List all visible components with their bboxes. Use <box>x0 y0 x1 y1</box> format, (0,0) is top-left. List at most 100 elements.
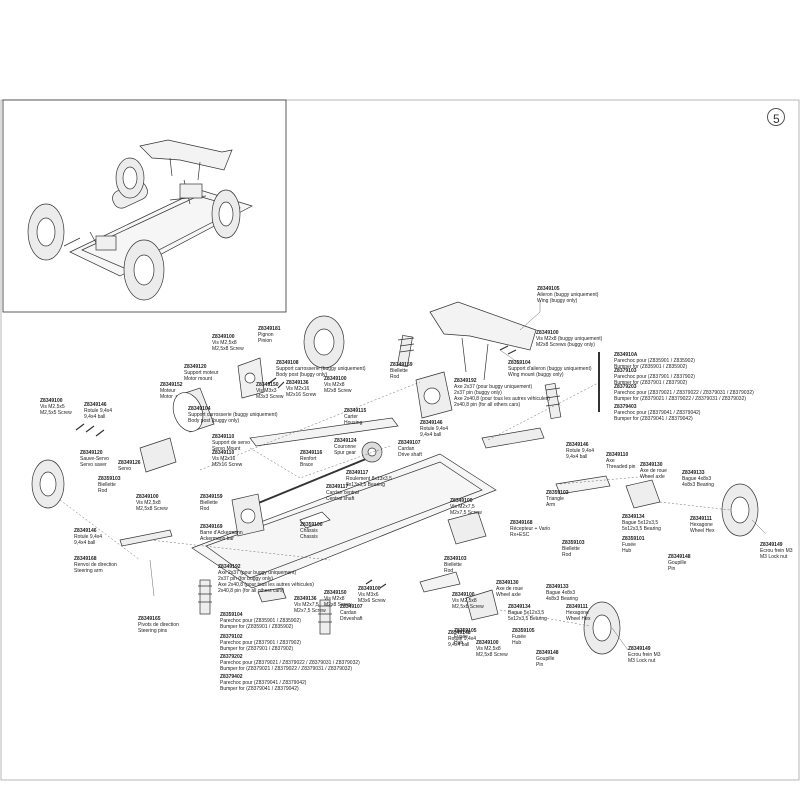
part-description: Goupille <box>536 656 555 662</box>
shock-front-left <box>198 579 212 615</box>
part-description: Biellette <box>562 546 580 552</box>
hub-right <box>625 479 661 509</box>
part-description: Vis M2,5x8 <box>476 646 501 652</box>
part-description: Ecrou frein M3 <box>628 652 661 658</box>
part-description: Bumper for (Z837901 / Z837902) <box>220 646 294 652</box>
part-description: 5x12x3,5 Bearing <box>508 616 547 622</box>
part-description: Sauve-Servo <box>80 456 109 462</box>
part-description: Biellette <box>98 482 116 488</box>
part-number: Z8379103 <box>614 368 637 374</box>
part-description: Renvoi de direction <box>74 562 117 568</box>
part-description: Pinion <box>258 338 272 344</box>
part-number: Z8349165 <box>138 616 161 622</box>
part-description: M2x16 Screw <box>212 462 243 468</box>
steering-arm <box>119 529 173 547</box>
central-shaft <box>255 453 379 505</box>
part-number: Z8359101 <box>622 536 645 542</box>
part-description: Axe 2x37 (pour buggy uniquement) <box>454 384 533 390</box>
part-description: Vis M2x8 <box>324 596 345 602</box>
part-description: Rotule 9,4x4 <box>448 636 477 642</box>
part-description: Pignon <box>258 332 274 338</box>
part-description: Central shaft <box>326 496 355 502</box>
part-description: Wheel axle <box>496 592 521 598</box>
part-description: Hexagone <box>566 610 589 616</box>
brace <box>249 417 399 447</box>
part-description: Bumper for (Z8379021 / Z8379022 / Z83790… <box>220 666 353 672</box>
part-description: Support carrosserie (buggy uniquement) <box>188 412 278 418</box>
bumper-rear <box>481 427 545 449</box>
part-description: Ackermann bar <box>200 536 234 542</box>
part-description: Hub <box>454 640 464 646</box>
part-description: 2x40,8 pin (for all others cars) <box>218 588 285 594</box>
part-description: Axe 2x37 (pour buggy uniquement) <box>218 570 297 576</box>
part-description: 9,4x4 ball <box>420 432 442 438</box>
part-description: Vis M2,5x8 <box>452 598 477 604</box>
part-description: Wheel Hex <box>566 616 591 622</box>
page-border <box>0 99 800 781</box>
part-number: Z8349159 <box>390 362 413 368</box>
part-number: Z8349100 <box>212 334 235 340</box>
part-description: Vis M2x16 <box>286 386 310 392</box>
front-arm-bottom <box>419 571 461 593</box>
part-description: Axe 2x40,8 (pour tous les autres véhicul… <box>454 396 550 402</box>
part-description: Bumper for (Z8379041 / Z8379042) <box>614 416 693 422</box>
part-description: Bumper for (Z8379041 / Z8379042) <box>220 686 299 692</box>
part-number: Z8349116 <box>300 450 323 456</box>
part-description: Pin <box>668 566 676 572</box>
part-number: Z8349104 <box>188 406 211 412</box>
part-description: Roulement 8x13x3,5 <box>346 476 392 482</box>
part-description: M3x3 Screw <box>256 394 284 400</box>
part-number: Z8359100 <box>300 522 323 528</box>
part-description: Rod <box>562 552 572 558</box>
part-description: Wheel axle <box>640 474 665 480</box>
part-number: Z8359104 <box>220 612 243 618</box>
part-number: Z8349117 <box>326 484 349 490</box>
part-description: Steering pins <box>138 628 168 634</box>
part-number: Z8349107 <box>340 604 363 610</box>
part-description: M2,5x8 Screw <box>476 652 508 658</box>
part-description: M2x16 Screw <box>286 392 317 398</box>
bumper-callout-box <box>598 352 600 412</box>
part-number: Z8349146 <box>74 528 97 534</box>
part-description: 5x12x3,5 Bearing <box>622 526 661 532</box>
part-description: Threaded pin <box>606 464 636 470</box>
part-number: Z8359103 <box>98 476 121 482</box>
part-description: Vis M2x7,5 <box>294 602 319 608</box>
part-number: Z8349181 <box>258 326 281 332</box>
part-number: Z8349136 <box>294 596 317 602</box>
part-number: Z8349100 <box>136 494 159 500</box>
part-description: Rod <box>444 568 454 574</box>
part-description: Châssis <box>300 528 318 534</box>
part-description: Rotule 9,4x4 <box>84 408 113 414</box>
part-number: Z8349146 <box>420 420 443 426</box>
part-description: Parechoc pour (Z8379021 / Z8379022 / Z83… <box>614 390 754 396</box>
part-description: Axe <box>606 458 615 464</box>
part-description: Vis M2x7,5 <box>450 504 475 510</box>
part-number: Z8349168 <box>510 520 533 526</box>
part-description: Hub <box>512 640 522 646</box>
part-description: Rod <box>98 488 108 494</box>
